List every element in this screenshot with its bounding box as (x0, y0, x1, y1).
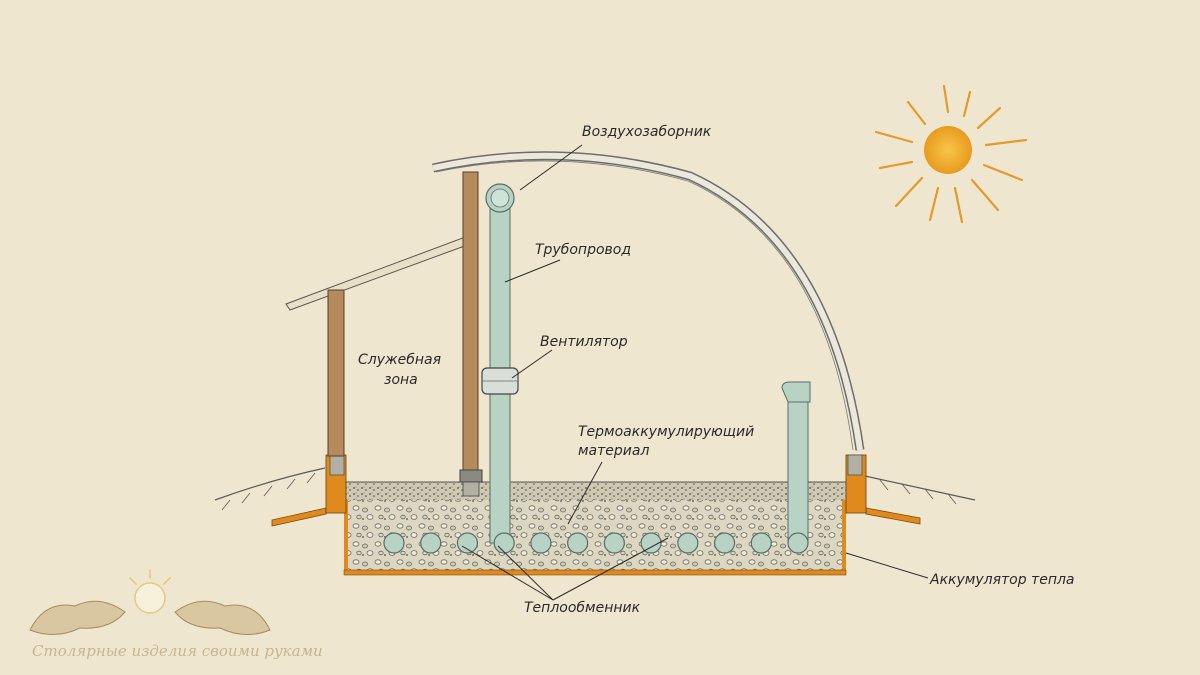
label-service-zone-2: зона (384, 372, 418, 388)
diagram-labels: Воздухозаборник Трубопровод Вентилятор С… (358, 124, 1075, 616)
exhaust-pipe (781, 381, 811, 545)
heat-exchanger-pipe (456, 532, 479, 554)
greenhouse-arch (432, 151, 865, 451)
label-fan: Вентилятор (540, 334, 628, 350)
watermark-logo: Столярные изделия своими руками (29, 569, 323, 660)
heat-exchanger-pipe (603, 532, 625, 554)
leader-lines (461, 144, 929, 601)
label-thermal-material-2: материал (578, 443, 649, 459)
heat-accumulator-pit (343, 481, 847, 576)
fan-icon (481, 367, 519, 395)
label-pipeline: Трубопровод (535, 242, 631, 258)
wooden-post (327, 171, 483, 497)
heat-exchanger-pipe (750, 532, 772, 554)
heat-exchanger-pipe (677, 532, 699, 554)
heat-exchanger-pipe (420, 532, 442, 554)
service-zone-roof (285, 235, 471, 311)
sun-icon (874, 84, 1028, 224)
heat-exchanger-pipe (493, 532, 515, 554)
heat-exchanger-pipe (640, 532, 662, 554)
heat-exchanger-pipe (567, 532, 589, 554)
main-pipe (485, 183, 515, 544)
foundation (325, 454, 867, 514)
heat-exchanger-pipe (713, 532, 736, 554)
ground-line (214, 467, 976, 511)
label-heat-accumulator: Аккумулятор тепла (929, 572, 1075, 588)
label-thermal-material-1: Термоаккумулирующий (578, 424, 754, 440)
label-heat-exchanger: Теплообменник (524, 600, 641, 616)
heat-exchanger-pipe (383, 532, 405, 554)
heat-exchanger-pipe (787, 532, 809, 554)
label-service-zone-1: Служебная (358, 352, 441, 368)
watermark-text: Столярные изделия своими руками (32, 642, 323, 660)
heat-exchanger-pipes (383, 532, 809, 554)
heat-exchanger-pipe (530, 532, 552, 554)
label-air-intake: Воздухозаборник (582, 124, 712, 140)
